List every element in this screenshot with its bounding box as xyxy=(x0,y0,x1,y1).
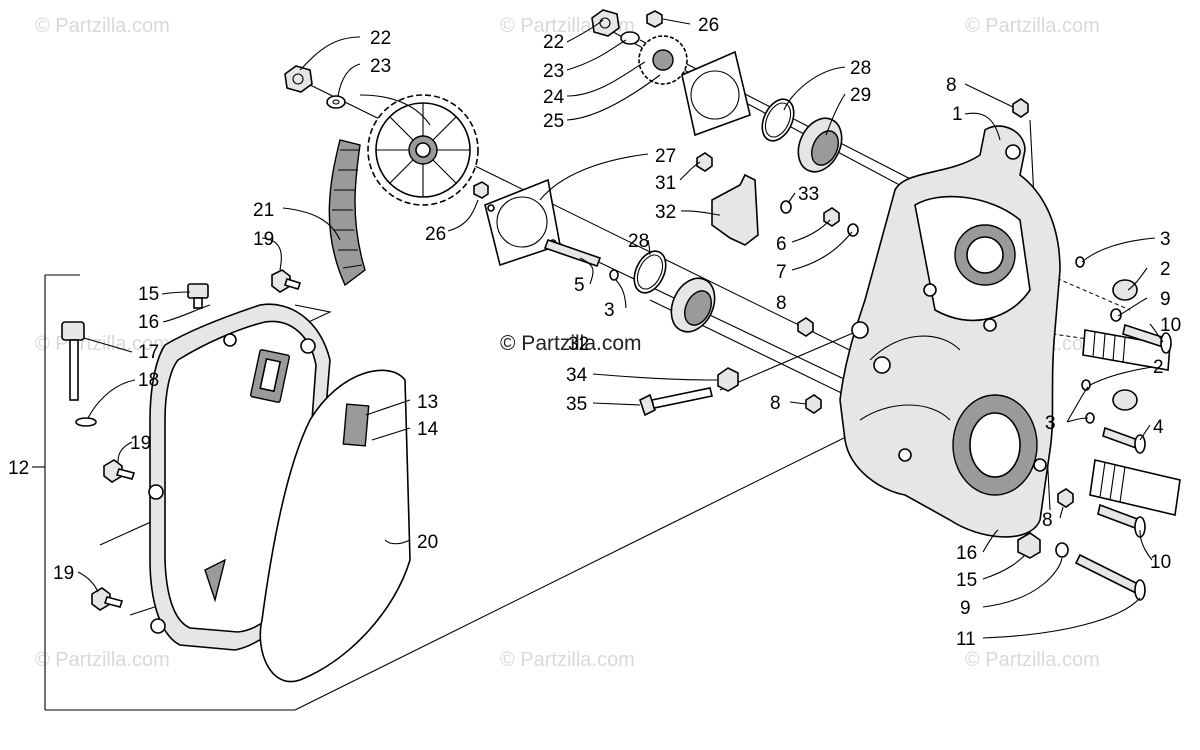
stud-5 xyxy=(543,238,602,268)
callout-number: 8 xyxy=(770,393,781,414)
drain-plug-15 xyxy=(1017,532,1041,559)
fill-plug-15 xyxy=(187,283,209,309)
callout-number: 32 xyxy=(568,334,589,355)
callout-number: 21 xyxy=(253,200,274,221)
callout-number: 9 xyxy=(960,598,971,619)
callout-number: 33 xyxy=(798,184,819,205)
bearing-plate-27 xyxy=(484,178,561,267)
callout-number: 27 xyxy=(655,146,676,167)
watermark: © Partzilla.com xyxy=(965,15,1100,37)
o-ring-28 xyxy=(633,250,667,294)
callout-number: 34 xyxy=(566,365,588,386)
callout-number: 29 xyxy=(850,85,871,106)
callout-number: 2 xyxy=(1160,259,1171,280)
callout-number: 23 xyxy=(370,56,391,77)
leader-lines xyxy=(77,18,1164,639)
small-sprocket-25 xyxy=(638,35,688,85)
callout-number: 22 xyxy=(370,28,391,49)
callout-number: 18 xyxy=(138,370,159,391)
bearing-29 xyxy=(797,117,843,173)
bearing-lower xyxy=(670,277,716,333)
callout-number: 19 xyxy=(253,229,274,250)
dipstick-17 xyxy=(61,321,97,427)
bracket-32 xyxy=(711,173,759,246)
callout-number: 4 xyxy=(1153,417,1164,438)
callout-number: 8 xyxy=(946,75,957,96)
callout-number: 26 xyxy=(698,15,719,36)
output-shaft-lower xyxy=(1089,459,1181,516)
callout-number: 17 xyxy=(138,342,159,363)
callout-number: 1 xyxy=(952,104,963,125)
callout-number: 8 xyxy=(1042,510,1053,531)
watermark: © Partzilla.com xyxy=(35,15,170,37)
callout-number: 26 xyxy=(425,224,446,245)
drive-chain-21 xyxy=(328,139,366,287)
callout-number: 11 xyxy=(956,629,976,650)
callout-number: 13 xyxy=(417,392,438,413)
o-ring-28-upper xyxy=(761,98,795,142)
callout-number: 20 xyxy=(417,532,438,553)
callout-number: 28 xyxy=(850,58,871,79)
callout-number: 9 xyxy=(1160,289,1171,310)
callout-number: 12 xyxy=(8,458,29,479)
callout-number: 19 xyxy=(53,563,74,584)
center-watermark: © Partzilla.com xyxy=(500,332,642,355)
callout-number: 16 xyxy=(956,543,977,564)
small-nut-26-top xyxy=(646,10,663,28)
callout-number: 19 xyxy=(130,433,151,454)
callout-number: 23 xyxy=(543,61,564,82)
bolt-35 xyxy=(639,387,713,417)
callout-number: 15 xyxy=(956,570,977,591)
watermark: © Partzilla.com xyxy=(965,649,1100,671)
callout-labels: 22 23 22 23 24 25 26 28 29 8 1 27 31 33 … xyxy=(8,15,1181,650)
callout-number: 5 xyxy=(574,275,585,296)
callout-number: 16 xyxy=(138,312,159,333)
callout-number: 15 xyxy=(138,284,159,305)
callout-number: 3 xyxy=(1045,413,1056,434)
watermark: © Partzilla.com xyxy=(35,649,170,671)
callout-number: 32 xyxy=(655,202,676,223)
cover-bolts-19 xyxy=(91,269,302,611)
hex-nut-22 xyxy=(284,65,313,93)
callout-number: 14 xyxy=(417,419,439,440)
hex-nut-22-top xyxy=(591,9,620,37)
watermark: © Partzilla.com xyxy=(500,649,635,671)
callout-number: 6 xyxy=(776,234,787,255)
callout-number: 2 xyxy=(1153,357,1164,378)
callout-number: 25 xyxy=(543,111,564,132)
callout-number: 31 xyxy=(655,173,676,194)
callout-number: 3 xyxy=(1045,413,1056,434)
callout-number: 22 xyxy=(543,32,564,53)
washer-23 xyxy=(326,95,346,109)
callout-number: 3 xyxy=(1160,229,1171,250)
callout-number: 35 xyxy=(566,394,587,415)
callout-number: 8 xyxy=(776,293,787,314)
callout-number: 10 xyxy=(1160,315,1181,336)
callout-number: 3 xyxy=(604,300,615,321)
right-bolts xyxy=(1074,279,1172,601)
callout-number: 7 xyxy=(776,262,787,283)
bearing-plate-upper xyxy=(681,50,751,137)
gasket-20 xyxy=(259,369,411,683)
callout-number: 24 xyxy=(543,87,565,108)
large-sprocket-24 xyxy=(367,94,479,206)
chaincase-housing-1 xyxy=(839,125,1061,538)
washer-23-top xyxy=(620,31,640,45)
callout-number: 10 xyxy=(1150,552,1171,573)
nut-34 xyxy=(717,367,739,392)
callout-number: 28 xyxy=(628,231,649,252)
